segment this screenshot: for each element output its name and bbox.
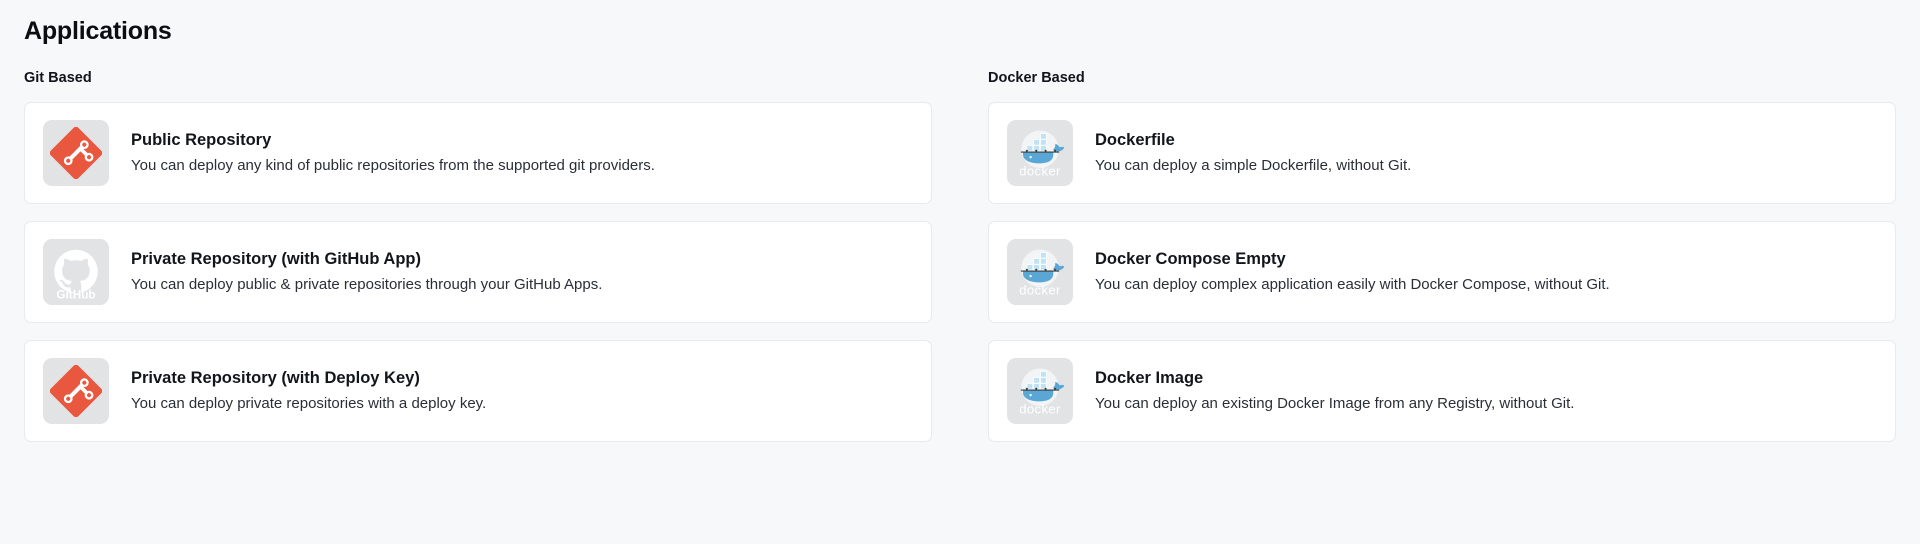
card-title: Docker Compose Empty — [1095, 250, 1286, 268]
card-title: Dockerfile — [1095, 131, 1175, 149]
card-description: You can deploy public & private reposito… — [131, 276, 603, 293]
application-type-columns: Git Based — [24, 70, 1896, 442]
svg-text:docker: docker — [1019, 164, 1061, 179]
card-body: Private Repository (with GitHub App) You… — [131, 249, 602, 295]
git-logo-icon — [43, 120, 109, 186]
application-card-public-repository[interactable]: Public Repository You can deploy any kin… — [24, 102, 932, 204]
card-body: Dockerfile You can deploy a simple Docke… — [1095, 130, 1411, 176]
svg-text:GitHub: GitHub — [56, 289, 95, 301]
card-title: Private Repository (with GitHub App) — [131, 250, 421, 268]
card-body: Public Repository You can deploy any kin… — [131, 130, 655, 176]
svg-text:docker: docker — [1019, 402, 1061, 417]
card-description: You can deploy an existing Docker Image … — [1095, 395, 1575, 412]
card-body: Docker Image You can deploy an existing … — [1095, 368, 1574, 414]
page-title: Applications — [24, 17, 172, 45]
card-description: You can deploy any kind of public reposi… — [131, 157, 655, 174]
card-description: You can deploy complex application easil… — [1095, 276, 1610, 293]
docker-based-card-list: docker Dockerfile You can deploy a simpl… — [988, 102, 1896, 442]
git-based-column: Git Based — [24, 70, 932, 442]
svg-text:docker: docker — [1019, 283, 1061, 298]
card-body: Private Repository (with Deploy Key) You… — [131, 368, 486, 414]
card-body: Docker Compose Empty You can deploy comp… — [1095, 249, 1610, 295]
docker-logo-icon: docker — [1007, 120, 1073, 186]
application-card-private-repository-github-app[interactable]: GitHub Private Repository (with GitHub A… — [24, 221, 932, 323]
docker-based-heading: Docker Based — [988, 70, 1085, 86]
git-logo-icon — [43, 358, 109, 424]
card-title: Public Repository — [131, 131, 272, 149]
git-based-card-list: Public Repository You can deploy any kin… — [24, 102, 932, 442]
card-description: You can deploy private repositories with… — [131, 395, 487, 412]
docker-based-column: Docker Based — [988, 70, 1896, 442]
card-title: Docker Image — [1095, 369, 1204, 387]
card-title: Private Repository (with Deploy Key) — [131, 369, 420, 387]
docker-logo-icon: docker — [1007, 239, 1073, 305]
git-based-heading: Git Based — [24, 70, 92, 86]
github-logo-icon: GitHub — [43, 239, 109, 305]
card-description: You can deploy a simple Dockerfile, with… — [1095, 157, 1412, 174]
application-card-docker-compose-empty[interactable]: docker Docker Compose Empty You can depl… — [988, 221, 1896, 323]
application-card-private-repository-deploy-key[interactable]: Private Repository (with Deploy Key) You… — [24, 340, 932, 442]
application-card-dockerfile[interactable]: docker Dockerfile You can deploy a simpl… — [988, 102, 1896, 204]
application-card-docker-image[interactable]: docker Docker Image You can deploy an ex… — [988, 340, 1896, 442]
docker-logo-icon: docker — [1007, 358, 1073, 424]
